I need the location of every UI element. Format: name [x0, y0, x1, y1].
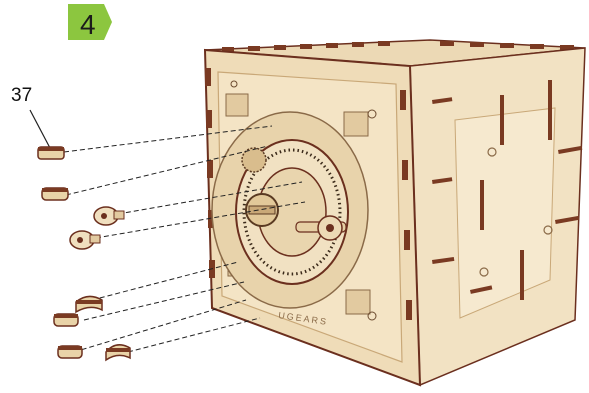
part-clip-e — [106, 345, 130, 360]
dial-knob-grip — [249, 206, 275, 214]
loose-parts — [38, 147, 130, 360]
step-badge: 4 — [68, 4, 112, 40]
part-peg-b — [70, 231, 100, 249]
part-callout-leader — [30, 110, 50, 148]
part-callout: 37 — [11, 85, 50, 148]
part-peg-a — [94, 207, 124, 225]
wooden-safe-box: UGEARS — [205, 40, 585, 385]
part-clip-d — [58, 346, 82, 358]
part-37 — [38, 147, 64, 159]
part-clip-a — [42, 188, 68, 200]
part-clip-b — [76, 296, 102, 312]
part-clip-c — [54, 314, 78, 326]
part-number-label: 37 — [11, 85, 32, 106]
lever-pin — [326, 224, 334, 232]
step-number: 4 — [80, 9, 96, 40]
